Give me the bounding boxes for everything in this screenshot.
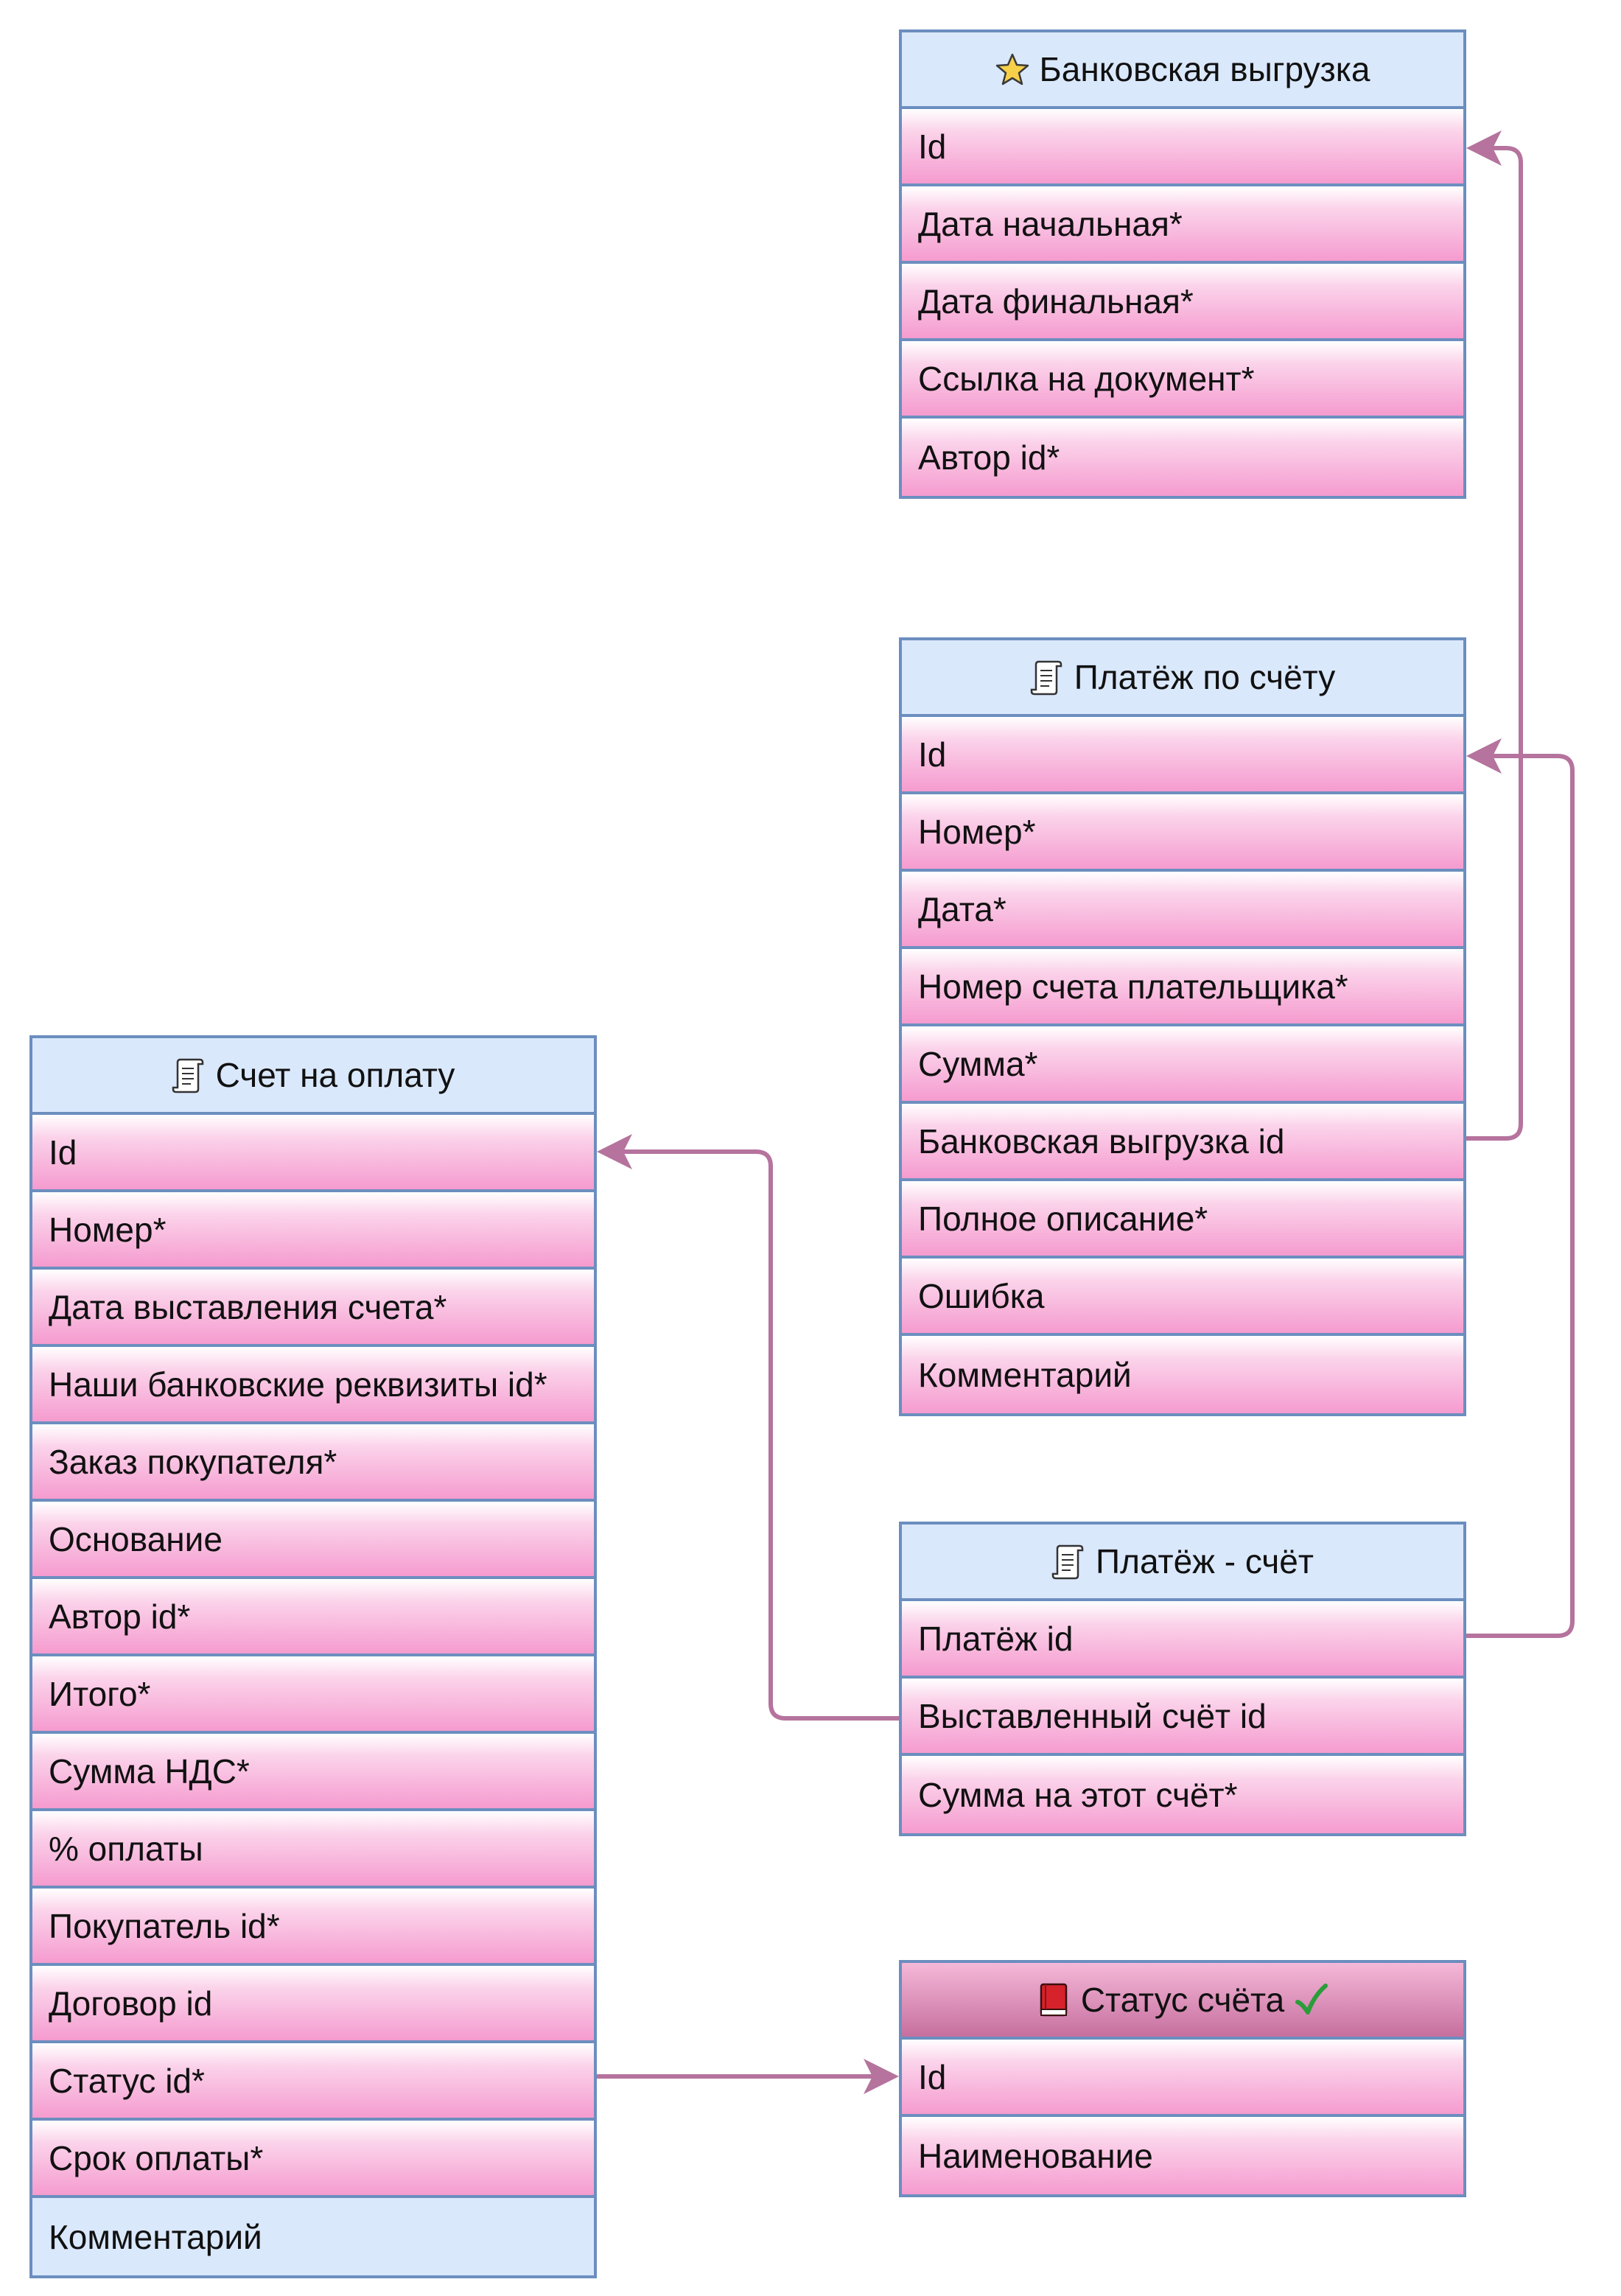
field-row: Id (902, 717, 1463, 794)
field-row: Сумма НДС* (32, 1734, 594, 1811)
field-row: Автор id* (902, 419, 1463, 496)
field-row: Наименование (902, 2117, 1463, 2194)
entity-header: Платёж по счёту (902, 640, 1463, 717)
entity-invoice-status[interactable]: Статус счёта Id Наименование (899, 1960, 1466, 2197)
red-book-icon (1040, 1983, 1068, 2017)
field-row: Банковская выгрузка id (902, 1104, 1463, 1181)
entity-header: Платёж - счёт (902, 1525, 1463, 1601)
field-row: Автор id* (32, 1579, 594, 1656)
field-row: Наши банковские реквизиты id* (32, 1347, 594, 1424)
entity-header: Банковская выгрузка (902, 32, 1463, 109)
field-row: Договор id (32, 1966, 594, 2043)
field-row: Дата* (902, 872, 1463, 949)
field-row: Комментарий (32, 2198, 594, 2275)
field-row: Id (902, 2040, 1463, 2117)
field-row: Статус id* (32, 2043, 594, 2121)
field-row: Ссылка на документ* (902, 341, 1463, 419)
field-row: Платёж id (902, 1601, 1463, 1679)
connector-payment (1463, 738, 1575, 1638)
entity-invoice[interactable]: Счет на оплату Id Номер* Дата выставлени… (29, 1035, 597, 2278)
field-row: Дата начальная* (902, 186, 1463, 264)
scroll-icon (1051, 1544, 1084, 1580)
field-row: Дата финальная* (902, 264, 1463, 341)
field-row: Срок оплаты* (32, 2121, 594, 2198)
field-row: Итого* (32, 1656, 594, 1734)
field-row: Id (902, 109, 1463, 186)
field-row: Комментарий (902, 1336, 1463, 1413)
scroll-icon (1030, 660, 1062, 696)
field-row: Номер* (32, 1192, 594, 1270)
entity-title: Платёж - счёт (1096, 1542, 1314, 1581)
field-row: Номер счета плательщика* (902, 949, 1463, 1026)
field-row: Дата выставления счета* (32, 1270, 594, 1347)
field-row: % оплаты (32, 1811, 594, 1889)
entity-header: Статус счёта (902, 1963, 1463, 2040)
entity-bank-export[interactable]: Банковская выгрузка Id Дата начальная* Д… (899, 29, 1466, 499)
entity-title: Банковская выгрузка (1039, 50, 1370, 88)
scroll-icon (172, 1058, 203, 1093)
field-row: Выставленный счёт id (902, 1679, 1463, 1756)
connector-invoice (597, 1134, 902, 1721)
field-row: Номер* (902, 794, 1463, 872)
star-icon (995, 53, 1029, 85)
entity-title: Платёж по счёту (1074, 658, 1336, 696)
entity-invoice-payment[interactable]: Платёж по счёту Id Номер* Дата* Номер сч… (899, 637, 1466, 1416)
entity-payment-invoice[interactable]: Платёж - счёт Платёж id Выставленный счё… (899, 1522, 1466, 1836)
field-row: Полное описание* (902, 1181, 1463, 1259)
field-row: Сумма* (902, 1026, 1463, 1104)
connector-bank-export (1463, 130, 1523, 1141)
entity-title: Счет на оплату (215, 1056, 455, 1094)
field-row: Сумма на этот счёт* (902, 1756, 1463, 1833)
entity-header: Счет на оплату (32, 1038, 594, 1115)
field-row: Заказ покупателя* (32, 1424, 594, 1502)
field-row: Покупатель id* (32, 1889, 594, 1966)
entity-title: Статус счёта (1080, 1981, 1285, 2019)
field-row: Id (32, 1115, 594, 1192)
field-row: Основание (32, 1502, 594, 1579)
field-row: Ошибка (902, 1259, 1463, 1336)
green-check-icon (1295, 1984, 1328, 2015)
